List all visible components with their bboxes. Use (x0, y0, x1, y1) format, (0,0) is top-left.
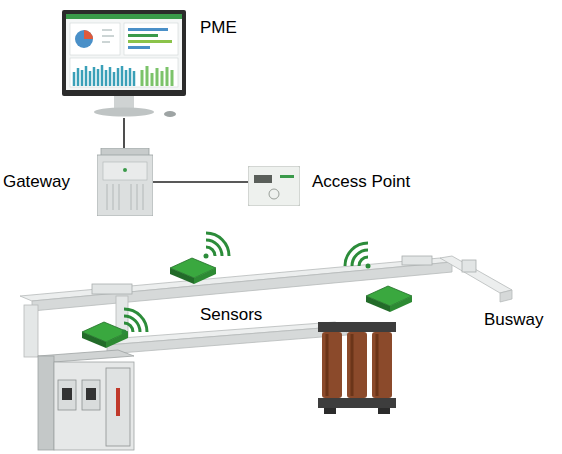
switchboard-front (54, 362, 134, 450)
busway-side (32, 262, 452, 311)
breaker-face (86, 388, 96, 400)
transformer-foot (324, 408, 336, 414)
device-image (62, 10, 186, 117)
wireless-symbol (206, 233, 229, 256)
busway-riser (24, 305, 38, 357)
pme-workstation: PME (62, 10, 186, 118)
switchboard-door (106, 368, 130, 446)
door-handle (116, 388, 120, 416)
part-label: Busway (484, 310, 544, 330)
device-label: PME (200, 18, 237, 38)
plug-in-unit (402, 256, 432, 265)
sensor-side (366, 296, 390, 312)
cable-line (123, 118, 125, 148)
busway-top (440, 256, 512, 293)
device-image (97, 148, 153, 216)
device-art (97, 148, 153, 216)
busway-side (107, 326, 347, 354)
breaker (58, 380, 76, 410)
sensor-side (194, 268, 216, 284)
busway-side (500, 290, 512, 302)
device-label: Gateway (3, 172, 70, 192)
transformer-yoke (318, 322, 396, 332)
wireless-symbol (124, 309, 147, 332)
wireless-symbol (366, 264, 371, 269)
cable-line (153, 181, 248, 183)
sensor-side (170, 268, 194, 284)
breaker (82, 380, 100, 410)
transformer-foot (378, 408, 390, 414)
plug-in-unit (462, 260, 476, 272)
sensor-side (82, 332, 106, 348)
device-image (248, 166, 300, 206)
wireless-symbol (345, 243, 368, 266)
transformer-yoke (318, 398, 396, 408)
device-label: Access Point (312, 172, 410, 192)
device-art (62, 10, 186, 118)
sensor-side (390, 296, 412, 312)
transformer-coil (347, 332, 367, 398)
gateway-device: Gateway (97, 148, 153, 216)
wireless-symbol (204, 254, 209, 259)
coil-shade (327, 334, 377, 396)
access-point-device: Access Point (248, 166, 300, 206)
switchboard-side (38, 356, 54, 450)
plug-in-unit (92, 284, 132, 294)
device-art (248, 166, 300, 206)
transformer-coil (322, 332, 342, 398)
breaker-face (62, 388, 72, 400)
part-label: Sensors (200, 305, 262, 325)
transformer-coil (372, 332, 392, 398)
wireless-symbol (122, 330, 127, 335)
